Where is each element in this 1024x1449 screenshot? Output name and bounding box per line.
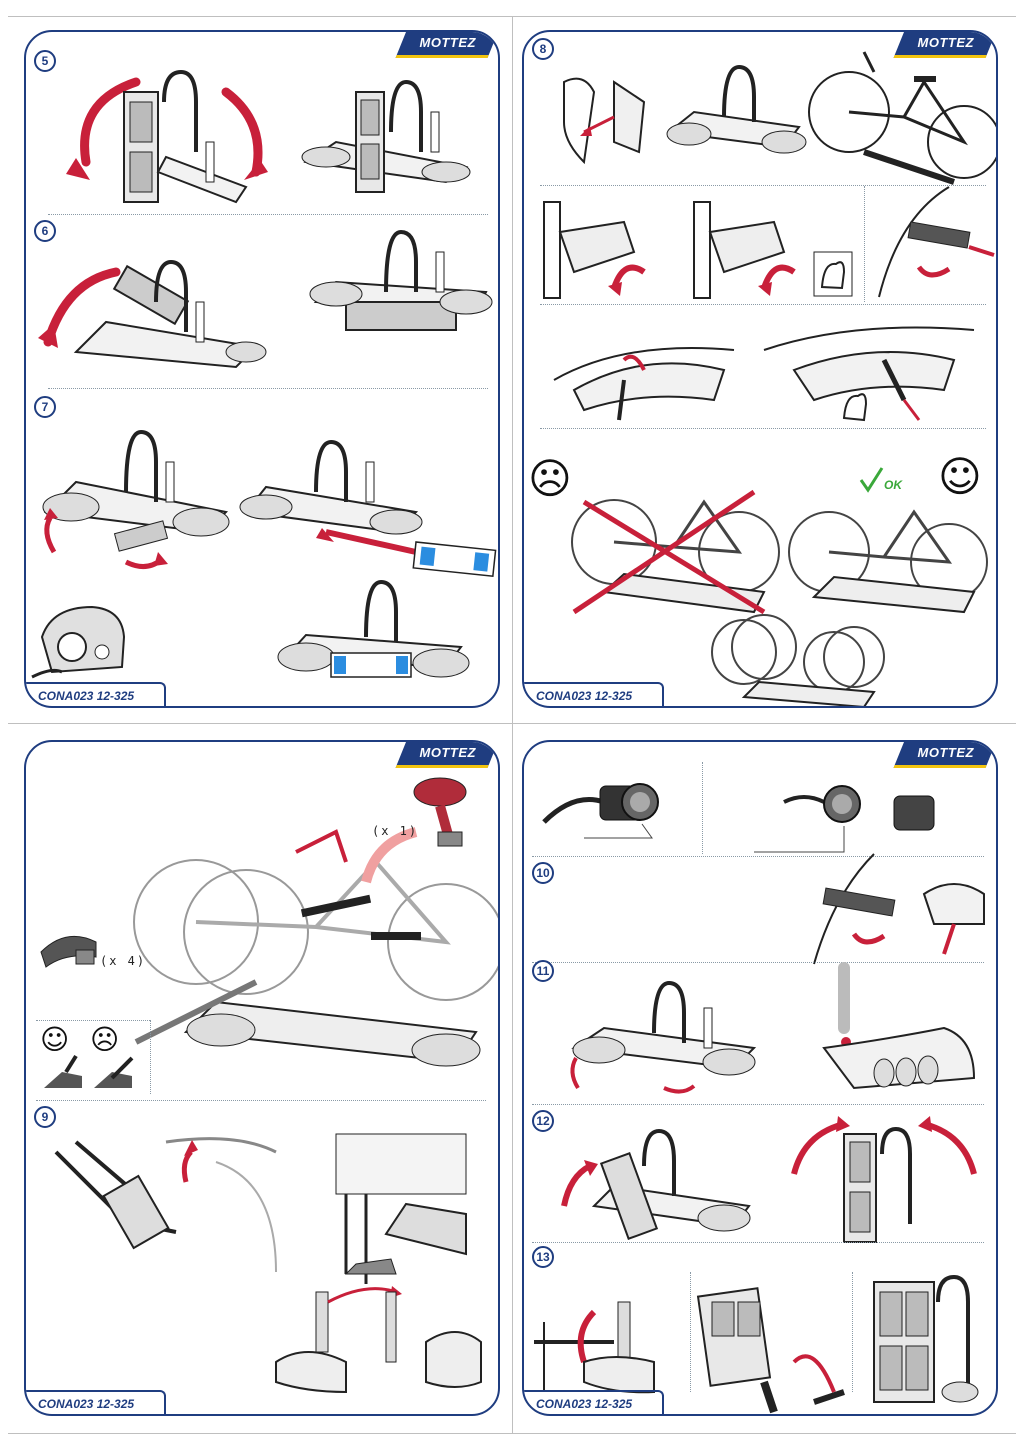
brand-text: MOTTEZ: [419, 745, 476, 760]
section-divider: [532, 1242, 984, 1243]
instruction-panel-3: MOTTEZ (x 1) (x 4) ☺ ☹ 9: [24, 740, 500, 1416]
light-unit-closeup-illustration: [31, 605, 126, 679]
clip-incorrect-use-illustration: [94, 1056, 134, 1088]
carrier-platform-down-illustration: [309, 229, 493, 331]
frowning-face-icon: ☹: [90, 1023, 120, 1056]
ok-label: OK: [884, 478, 902, 492]
wheel-cradle-tension-illustration: [763, 326, 975, 422]
carry-folded-carrier-illustration: [696, 1287, 845, 1414]
reflector-plate-slide-illustration: [239, 439, 497, 578]
section-divider: [540, 428, 986, 429]
section-divider: [532, 962, 984, 963]
light-unit-rotate-illustration: [42, 429, 230, 569]
folded-carrier-upright-illustration: [873, 1274, 979, 1403]
loaded-bikes-strapped-illustration: [133, 827, 498, 1067]
fold-platform-up-illustration: [561, 1128, 751, 1240]
frame-clamp-tighten-illustration: [543, 201, 646, 299]
fold-wheel-trays-illustration: [791, 1116, 977, 1243]
carrier-with-plate-illustration: [277, 579, 470, 678]
instruction-panel-2: MOTTEZ 8: [522, 30, 998, 708]
clip-correct-use-illustration: [44, 1054, 82, 1088]
bike-carrier-folded-illustration: [301, 79, 471, 193]
strap-release-illustration: [813, 853, 985, 965]
document-reference: CONA023 12-325: [524, 682, 664, 706]
section-divider: [532, 1104, 984, 1105]
mottez-logo: MOTTEZ: [395, 32, 498, 58]
section-divider: [48, 388, 488, 389]
flexed-arm-icon: [820, 261, 846, 290]
foot-pedal-tilt-illustration: [335, 1133, 467, 1284]
brand-text: MOTTEZ: [419, 35, 476, 50]
section-divider: [36, 1020, 150, 1021]
remove-from-towbar-illustration: [534, 1301, 655, 1394]
mottez-logo: MOTTEZ: [893, 742, 996, 768]
retract-light-unit-illustration: [570, 980, 757, 1094]
thirteen-pin-adapter-illustration: [754, 785, 935, 853]
carrier-lower-platform-illustration: [38, 259, 267, 369]
section-divider: [852, 1272, 853, 1392]
page-grid-vertical: [512, 16, 513, 1433]
document-reference: CONA023 12-325: [524, 1390, 664, 1414]
section-divider: [150, 1020, 151, 1094]
wheel-holder-detail-illustration: [563, 77, 646, 165]
bicycle-loading-illustration: [808, 51, 996, 185]
section-divider: [690, 1272, 691, 1392]
section-divider: [48, 214, 488, 215]
document-reference: CONA023 12-325: [26, 682, 166, 706]
correct-bike-mount-illustration: [788, 509, 988, 614]
frowning-face-icon: ☹: [528, 454, 572, 503]
page-grid-top: [8, 16, 1016, 17]
section-divider: [702, 762, 703, 854]
wheel-cradle-strap-illustration: [553, 347, 735, 421]
tilt-carrier-illustration: [54, 1137, 277, 1273]
wheel-strap-illustration: [878, 186, 995, 298]
step-number-7: 7: [34, 396, 56, 418]
bike-carrier-unfold-illustration: [66, 69, 268, 204]
strap-count-label: (x 1): [372, 824, 419, 838]
document-reference: CONA023 12-325: [26, 1390, 166, 1414]
step-number-12: 12: [532, 1110, 554, 1132]
instruction-panel-4: MOTTEZ 10 11: [522, 740, 998, 1416]
carrier-ramp-illustration: [666, 64, 807, 154]
section-divider: [532, 856, 984, 857]
carrier-strap-accessory-icon: [413, 777, 467, 847]
pin-remove-illustration: [275, 1286, 482, 1394]
step-number-9: 9: [34, 1106, 56, 1128]
section-divider: [540, 185, 986, 186]
clip-count-label: (x 4): [100, 954, 147, 968]
frame-clamp-secure-illustration: [693, 201, 853, 299]
page-grid-bottom: [8, 1433, 1016, 1434]
step-number-8: 8: [532, 38, 554, 60]
checkmark-icon: [859, 467, 884, 493]
page-grid-horizontal: [8, 723, 1016, 724]
mottez-logo: MOTTEZ: [395, 742, 498, 768]
step-number-13: 13: [532, 1246, 554, 1268]
instruction-panel-1: MOTTEZ 5 6 7: [24, 30, 500, 708]
step-number-10: 10: [532, 862, 554, 884]
flexed-arm-icon: [842, 393, 868, 422]
smiley-face-icon: ☺: [938, 452, 982, 501]
section-divider: [36, 1100, 486, 1101]
smiley-face-icon: ☺: [40, 1023, 70, 1056]
two-bikes-mounted-illustration: [711, 614, 885, 706]
step-number-11: 11: [532, 960, 554, 982]
section-divider: [864, 186, 865, 302]
step-number-5: 5: [34, 50, 56, 72]
press-release-button-illustration: [822, 962, 976, 1090]
incorrect-bike-mount-illustration: [571, 489, 780, 615]
step-number-6: 6: [34, 220, 56, 242]
section-divider: [540, 304, 986, 305]
frame-clip-accessory-icon: [40, 935, 97, 968]
brand-text: MOTTEZ: [917, 745, 974, 760]
seven-pin-plug-illustration: [542, 783, 659, 839]
